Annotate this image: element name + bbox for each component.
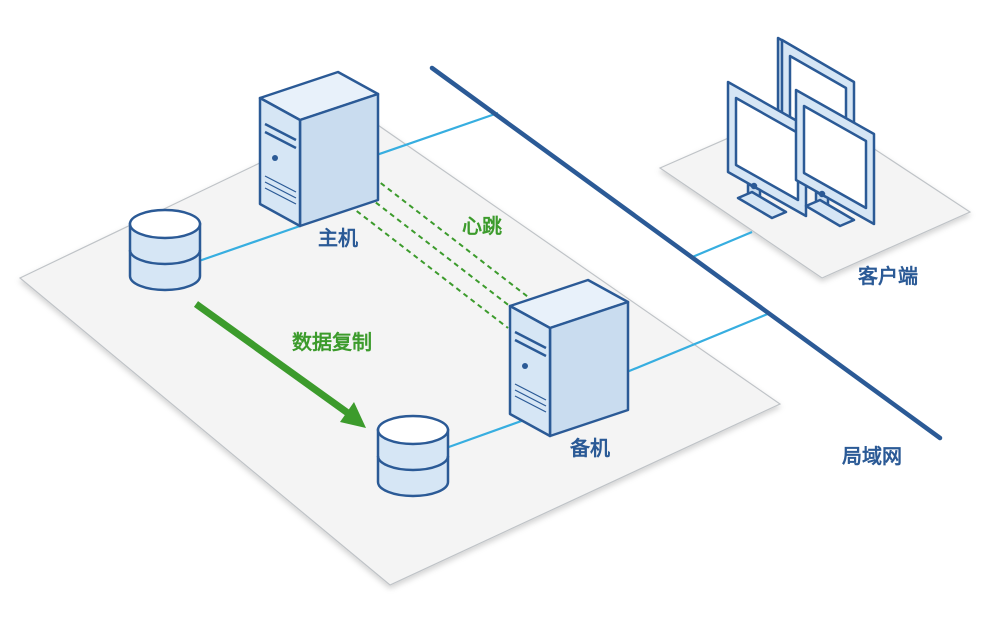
heartbeat-label: 心跳: [462, 214, 502, 238]
lan-label: 局域网: [842, 444, 902, 468]
connector-primary-lan: [361, 111, 499, 162]
standby-server-icon: [508, 278, 630, 438]
primary-label: 主机: [318, 226, 358, 250]
lan-line: [429, 65, 943, 441]
connector-standby-lan: [621, 311, 771, 376]
main-platform: [18, 113, 782, 586]
client-label: 客户端: [858, 264, 918, 288]
replication-label: 数据复制: [292, 330, 372, 354]
connector-db1-primary: [195, 224, 301, 264]
primary-database-icon: [128, 208, 202, 292]
connector-client-lan: [689, 230, 753, 260]
network-connectors: [195, 111, 771, 450]
standby-label: 备机: [570, 436, 610, 460]
primary-server-icon: [258, 70, 380, 228]
client-monitor-icon-right: [794, 88, 876, 228]
standby-database-icon: [376, 414, 450, 498]
client-monitor-icon-left: [726, 80, 808, 220]
replication-arrow: [193, 301, 366, 428]
